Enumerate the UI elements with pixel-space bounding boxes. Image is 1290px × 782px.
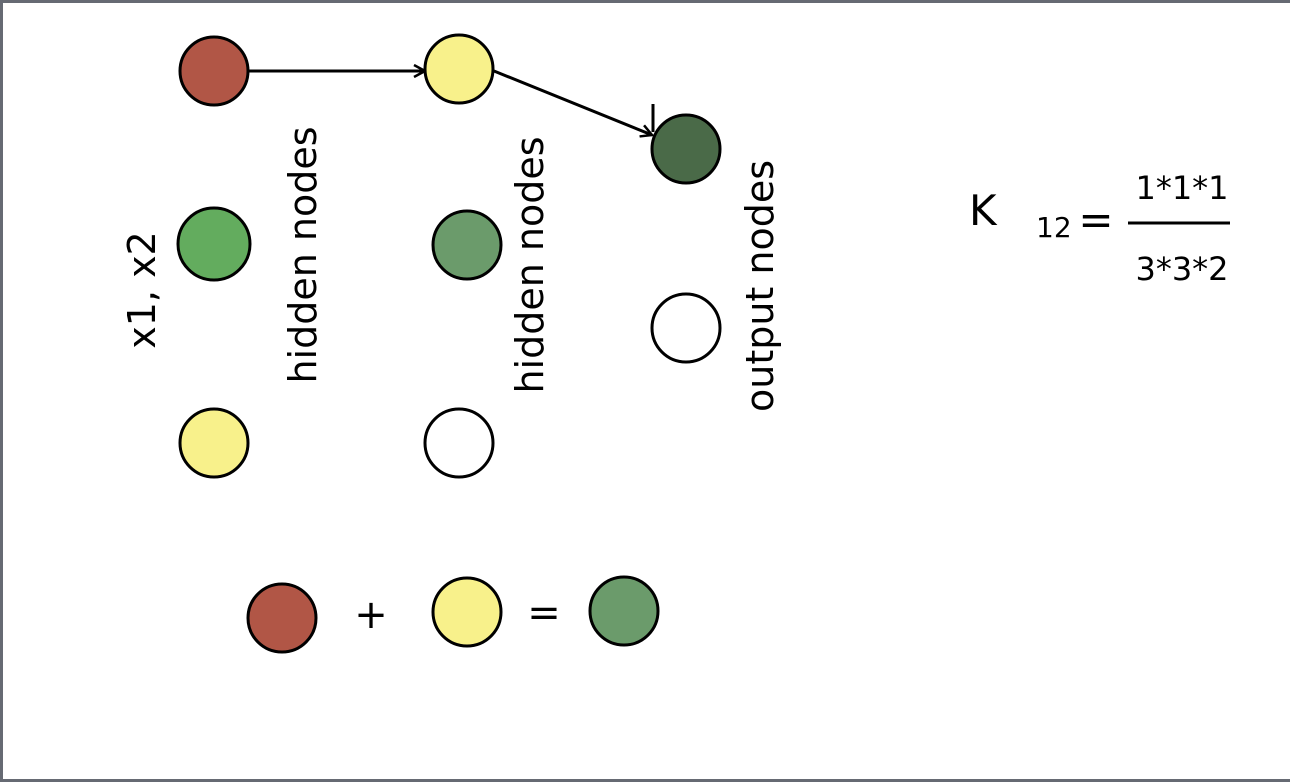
- formula-denominator: 3*3*2: [1135, 250, 1228, 288]
- input-node-green: [176, 206, 252, 282]
- input-node-red: [178, 35, 250, 107]
- hidden-node-yellow: [423, 33, 495, 105]
- formula-symbol: K: [969, 186, 998, 235]
- arrow-hidden1-to-output: [493, 69, 652, 135]
- output-node-dark-green: [650, 113, 722, 185]
- hidden-node-white: [423, 407, 495, 479]
- legend-yellow-node: [431, 576, 503, 648]
- legend-green-node: [588, 575, 660, 647]
- output-node-white: [650, 292, 722, 364]
- legend-plus: +: [354, 592, 388, 638]
- label-hidden-1: hidden nodes: [281, 126, 325, 383]
- input-node-yellow: [178, 407, 250, 479]
- label-input: x1, x2: [120, 231, 164, 349]
- formula-equals: =: [1078, 195, 1113, 244]
- hidden-node-green: [431, 209, 503, 281]
- legend-equals: =: [527, 590, 561, 636]
- label-hidden-2: hidden nodes: [508, 136, 552, 393]
- formula-numerator: 1*1*1: [1135, 169, 1228, 207]
- legend-red-node: [246, 582, 318, 654]
- label-output: output nodes: [738, 160, 782, 412]
- formula-subscript: 12: [1036, 211, 1072, 244]
